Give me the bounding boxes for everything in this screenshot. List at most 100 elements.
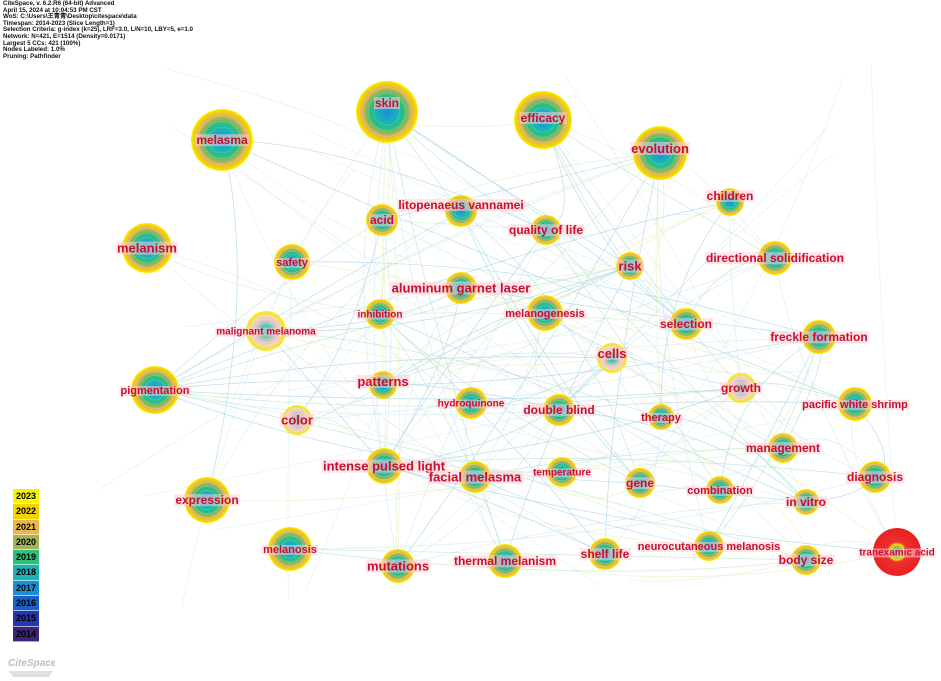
node-label-thermal-melanism: thermal melanism [454, 554, 556, 568]
citespace-logo: CiteSpace [8, 658, 55, 677]
node-label-risk: risk [618, 259, 642, 274]
node-label-skin: skin [375, 96, 399, 110]
network-edge [474, 312, 546, 478]
network-edge [386, 111, 506, 562]
network-edge [733, 336, 820, 488]
network-edge [379, 313, 506, 562]
legend-year-2019: 2019 [13, 550, 39, 566]
node-label-intense-pulsed-light: intense pulsed light [323, 459, 446, 474]
network-edge [544, 201, 731, 314]
network-edge [206, 139, 238, 501]
label-highlight [369, 214, 395, 227]
label-highlight [686, 485, 754, 496]
header-line: Nodes Labeled: 1.0% [3, 46, 65, 54]
header-line: Selection Criteria: g-index (k=25), LRF=… [3, 26, 193, 34]
network-edge [397, 501, 807, 567]
node-label-pigmentation: pigmentation [120, 385, 189, 397]
network-edge [305, 384, 384, 593]
network-edge [289, 548, 807, 561]
node-label-evolution: evolution [631, 141, 689, 156]
logo-text: CiteSpace [8, 658, 55, 669]
node-label-diagnosis: diagnosis [847, 470, 903, 484]
label-highlight [427, 470, 523, 484]
node-label-aluminum-garnet-laser: aluminum garnet laser [392, 281, 531, 296]
label-highlight [215, 327, 318, 337]
network-edge [544, 312, 784, 449]
label-highlight [174, 494, 240, 507]
header-line: Network: N=421, E=1514 (Density=0.0171) [3, 32, 126, 40]
node-label-expression: expression [175, 493, 238, 507]
network-edge [381, 219, 387, 467]
label-highlight [374, 97, 400, 109]
network-edge [660, 201, 731, 418]
network-edge [542, 119, 776, 259]
node-label-mutations: mutations [367, 559, 429, 574]
label-highlight [519, 112, 567, 124]
node-label-inhibition: inhibition [358, 310, 403, 321]
header-line: Timespan: 2014-2023 (Slice Length=1) [3, 19, 115, 27]
label-highlight [801, 399, 910, 410]
network-edge [386, 111, 687, 325]
node-label-in-vitro: in vitro [786, 495, 826, 509]
network-edge [685, 323, 784, 449]
node-label-efficacy: efficacy [521, 111, 566, 125]
network-edge [604, 152, 661, 555]
label-highlight [858, 548, 936, 558]
header-line: Pruning: Pathfinder [3, 52, 61, 60]
network-labels: skinmelasmaefficacyevolutionchildrenlito… [116, 96, 936, 574]
label-highlight [630, 142, 690, 155]
network-edge [154, 356, 613, 391]
network-edge [275, 323, 687, 408]
label-highlight [846, 471, 905, 484]
node-skin[interactable] [356, 81, 418, 143]
legend-year-2015: 2015 [13, 611, 39, 627]
network-edge [154, 389, 560, 416]
legend-year-2023: 2023 [13, 489, 39, 505]
network-edge [382, 336, 820, 386]
node-label-litopenaeus-vannamei: litopenaeus vannamei [398, 198, 523, 212]
node-label-selection: selection [660, 317, 712, 331]
node-ring [362, 87, 412, 137]
network-edge [379, 313, 606, 555]
label-highlight [659, 318, 713, 331]
node-label-melanosis: melanosis [263, 544, 317, 556]
network-edge [146, 247, 601, 587]
node-label-double-blind: double blind [523, 403, 594, 417]
node-label-therapy: therapy [641, 412, 682, 424]
logo-base-shape [9, 671, 53, 677]
network-edge [379, 313, 641, 484]
network-edge [460, 210, 641, 484]
label-highlight [596, 347, 628, 360]
header-line: CiteSpace, v. 6.2.R6 (64-bit) Advanced [3, 0, 115, 7]
node-label-melanogenesis: melanogenesis [505, 308, 584, 320]
network-edge [774, 257, 898, 553]
node-circle[interactable] [356, 81, 418, 143]
network-edge [397, 229, 547, 567]
network-edge [397, 409, 560, 567]
node-label-temperature: temperature [533, 468, 591, 479]
network-edge [382, 352, 613, 386]
node-label-color: color [281, 413, 313, 428]
network-edge [154, 201, 731, 391]
network-edge [296, 257, 776, 421]
network-edge [474, 476, 710, 547]
node-label-hydroquinone: hydroquinone [438, 399, 505, 410]
label-highlight [390, 281, 532, 295]
node-label-shelf-life: shelf life [581, 547, 630, 561]
node-label-quality-of-life: quality of life [509, 223, 583, 237]
network-edge [386, 111, 400, 567]
network-edge [146, 247, 381, 315]
network-edge [542, 119, 687, 325]
network-edge [146, 247, 472, 404]
node-label-directional-solidification: directional solidification [706, 251, 844, 265]
network-edge [729, 201, 742, 389]
network-edge [296, 336, 820, 421]
network-edge [184, 265, 631, 328]
label-highlight [720, 382, 762, 395]
node-label-tranexamic-acid: tranexamic acid [859, 548, 935, 559]
network-edge [194, 134, 641, 484]
network-edge [870, 64, 898, 553]
network-edge [545, 229, 721, 491]
network-edge [291, 261, 820, 338]
